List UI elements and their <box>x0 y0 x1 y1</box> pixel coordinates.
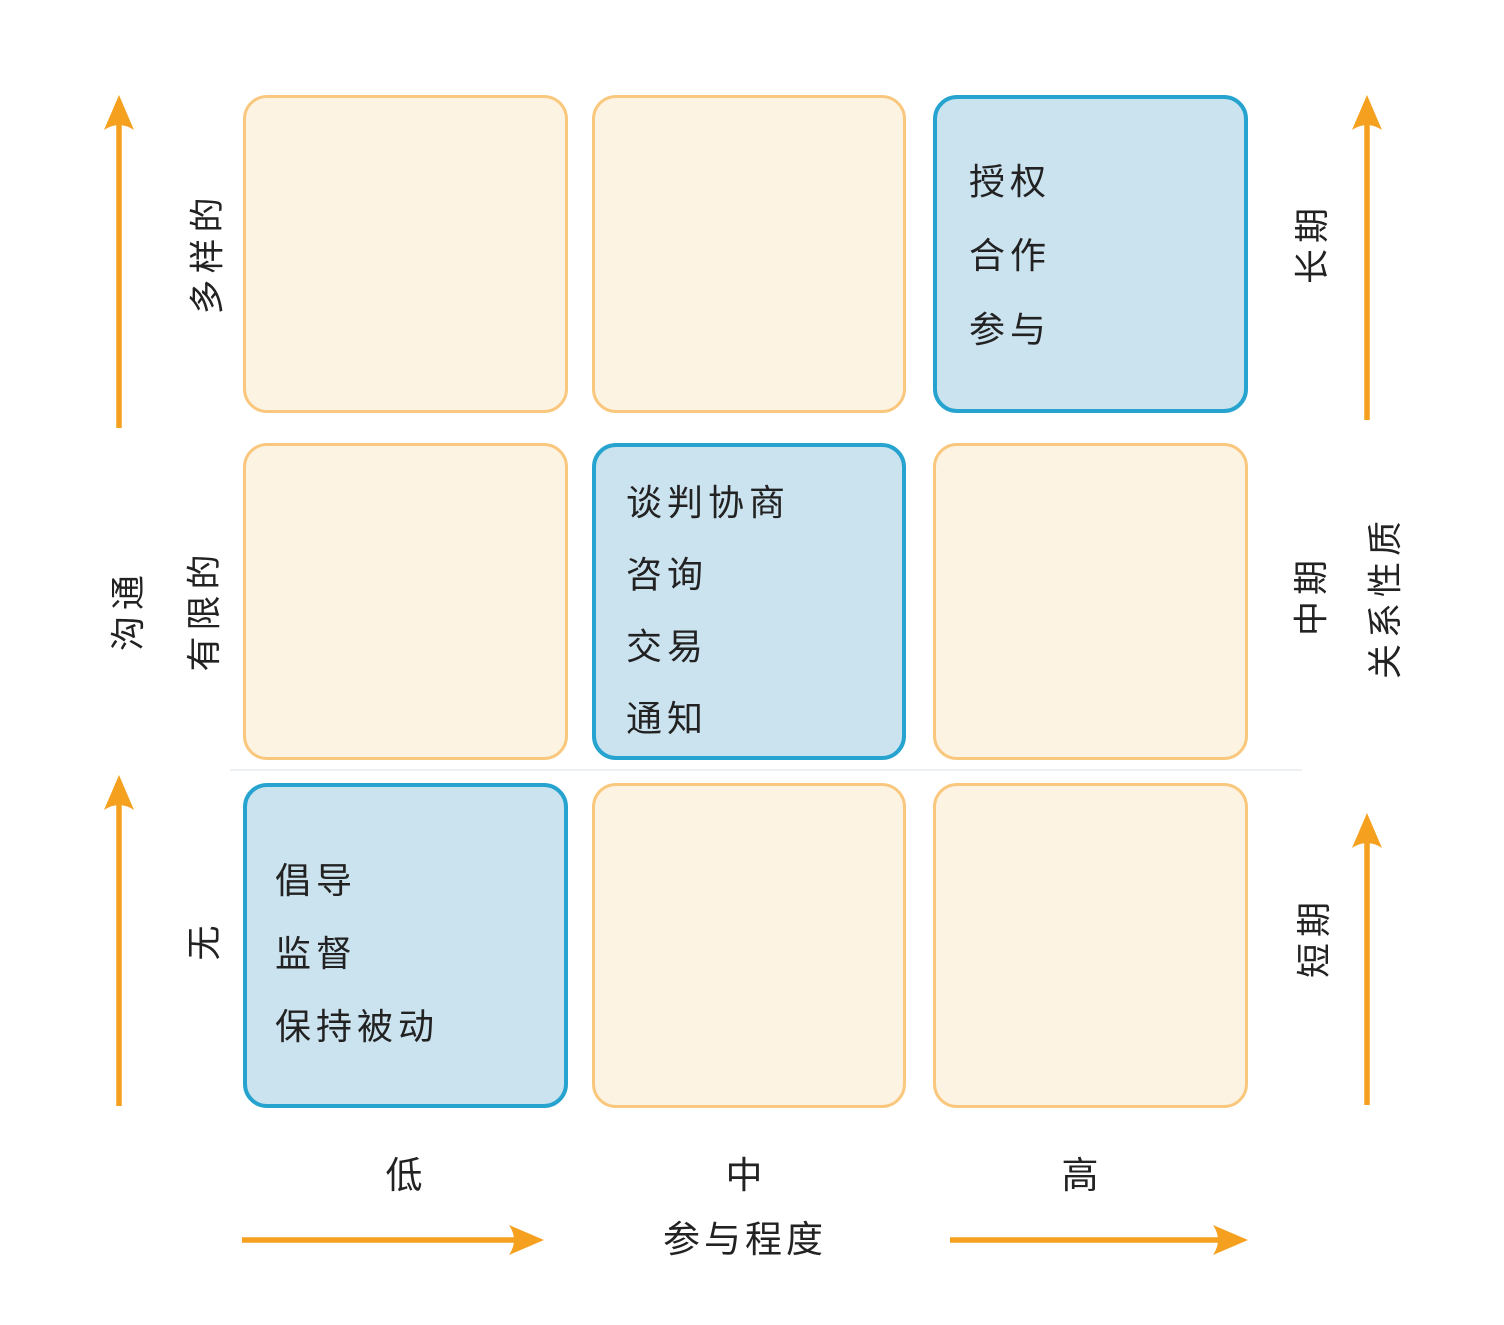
matrix-cell-top-mid <box>592 95 906 413</box>
bottom-axis-title: 参与程度 <box>663 1220 827 1261</box>
cell-line: 授权 <box>969 162 1052 202</box>
right-axis-middle-label: 中期 <box>1292 553 1332 637</box>
matrix-cell-middle-high <box>933 443 1248 760</box>
cell-line: 参与 <box>969 310 1052 350</box>
left-axis-title: 沟通 <box>109 568 149 652</box>
cell-line: 谈判协商 <box>626 483 791 523</box>
matrix-cell-bottom-mid <box>592 783 906 1108</box>
bottom-axis-mid-label: 中 <box>725 1156 767 1197</box>
right-axis-bottom-label: 短期 <box>1295 895 1335 979</box>
left-axis-top-label: 多样的 <box>188 191 228 315</box>
left-axis-middle-label: 有限的 <box>185 548 225 672</box>
cell-line: 交易 <box>626 627 709 667</box>
cell-content: 倡导 监督 保持被动 <box>247 787 564 1045</box>
cell-content: 授权 合作 参与 <box>937 99 1244 348</box>
bottom-right-right-arrow-icon <box>950 1225 1248 1255</box>
cell-line: 监督 <box>275 934 358 974</box>
left-axis-bottom-label: 无 <box>185 919 225 961</box>
left-bottom-up-arrow-icon <box>104 775 134 1106</box>
left-top-up-arrow-icon <box>104 95 134 428</box>
cell-line: 合作 <box>969 236 1052 276</box>
matrix-cell-middle-mid: 谈判协商 咨询 交易 通知 <box>592 443 906 760</box>
cell-line: 倡导 <box>275 861 358 901</box>
matrix-cell-bottom-low: 倡导 监督 保持被动 <box>243 783 568 1108</box>
right-top-up-arrow-icon <box>1352 95 1382 420</box>
matrix-cell-top-high: 授权 合作 参与 <box>933 95 1248 413</box>
cell-line: 咨询 <box>626 555 709 595</box>
right-axis-title: 关系性质 <box>1366 514 1406 680</box>
row-divider-line <box>230 769 1302 771</box>
right-bottom-up-arrow-icon <box>1352 813 1382 1105</box>
cell-line: 通知 <box>626 699 709 739</box>
matrix-cell-bottom-high <box>933 783 1248 1108</box>
cell-line: 保持被动 <box>275 1007 440 1047</box>
matrix-cell-middle-low <box>243 443 568 760</box>
bottom-axis-low-label: 低 <box>385 1156 427 1197</box>
bottom-axis-high-label: 高 <box>1061 1156 1103 1197</box>
cell-content: 谈判协商 咨询 交易 通知 <box>596 447 902 737</box>
right-axis-top-label: 长期 <box>1293 201 1333 285</box>
matrix-cell-top-low <box>243 95 568 413</box>
bottom-left-right-arrow-icon <box>242 1225 544 1255</box>
